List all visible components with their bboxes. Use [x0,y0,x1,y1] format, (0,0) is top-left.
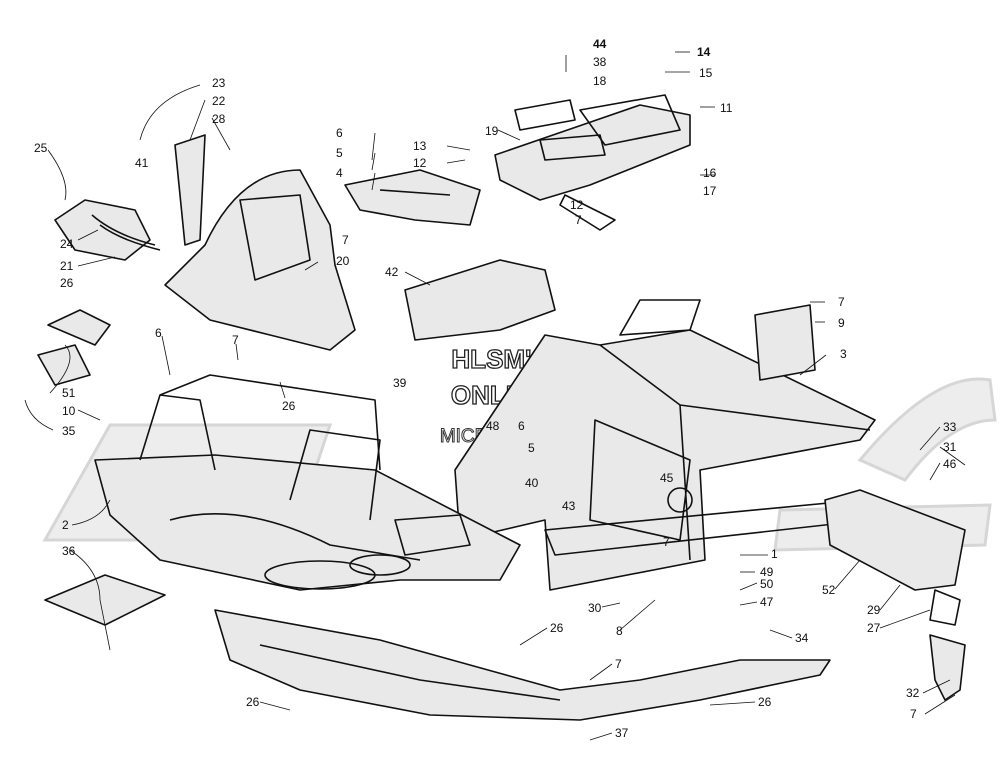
rear-tray [494,94,691,231]
rear-bumper [824,489,966,701]
callout-2: 2 [62,518,69,532]
callout-27: 27 [867,621,881,635]
callout-labels: 44 14 15 38 18 11 19 16 17 13 12 12 7 6 … [34,37,957,740]
callout-6b: 6 [155,326,162,340]
front-pads [37,309,166,626]
callout-11: 11 [720,101,733,115]
callout-4: 4 [336,166,343,180]
callout-34: 34 [795,631,809,645]
callout-12a: 12 [413,156,427,170]
callout-26d: 26 [246,695,260,709]
callout-6a: 6 [336,126,343,140]
callout-7g: 7 [910,707,917,721]
callout-3: 3 [840,347,847,361]
callout-7b: 7 [342,233,349,247]
callout-21: 21 [60,259,74,273]
callout-39: 39 [393,376,407,390]
callout-15: 15 [699,66,713,80]
callout-17: 17 [703,184,717,198]
callout-7d: 7 [232,333,239,347]
callout-42: 42 [385,265,399,279]
front-bumper-assembly [94,374,521,591]
callout-28: 28 [212,112,226,126]
mounting-plate [344,169,481,226]
callout-45: 45 [660,471,674,485]
callout-7e: 7 [663,535,670,549]
callout-23: 23 [212,76,226,90]
callout-37: 37 [615,726,629,740]
callout-7c: 7 [838,295,845,309]
callout-41: 41 [135,156,149,170]
callout-36: 36 [62,544,76,558]
callout-13: 13 [413,139,427,153]
callout-22: 22 [212,94,226,108]
callout-10: 10 [62,404,76,418]
callout-8: 8 [616,624,623,638]
callout-31: 31 [943,440,957,454]
callout-26e: 26 [758,695,772,709]
callout-5b: 5 [528,441,535,455]
callout-7f: 7 [615,657,622,671]
callout-14: 14 [697,45,711,59]
callout-46: 46 [943,457,957,471]
callout-9: 9 [838,316,845,330]
callout-51: 51 [62,386,76,400]
leader-lines [24,51,966,741]
callout-6c: 6 [518,419,525,433]
right-plate [754,304,816,381]
callout-43: 43 [562,499,576,513]
callout-19: 19 [485,124,499,138]
callout-48: 48 [486,419,500,433]
callout-24: 24 [60,237,74,251]
side-bracket [174,134,206,246]
callout-7a: 7 [575,213,582,227]
callout-26b: 26 [282,399,296,413]
callout-25: 25 [34,141,48,155]
callout-20: 20 [336,254,350,268]
callout-40: 40 [525,476,539,490]
callout-50: 50 [760,577,774,591]
cross-member [404,259,556,341]
console-panel [164,169,356,351]
callout-47: 47 [760,595,774,609]
callout-1: 1 [771,547,778,561]
air-intake-boot [54,199,161,261]
callout-26a: 26 [60,276,74,290]
callout-49: 49 [760,565,774,579]
callout-30: 30 [588,601,602,615]
belly-pan [214,609,831,721]
callout-26c: 26 [550,621,564,635]
callout-35: 35 [62,424,76,438]
callout-52: 52 [822,583,836,597]
callout-29: 29 [867,603,881,617]
callout-5a: 5 [336,146,343,160]
callout-32: 32 [906,686,920,700]
callout-44: 44 [593,37,607,51]
callout-38: 38 [593,55,607,69]
callout-16: 16 [703,166,717,180]
callout-12b: 12 [570,198,584,212]
callout-18: 18 [593,74,607,88]
callout-33: 33 [943,420,957,434]
